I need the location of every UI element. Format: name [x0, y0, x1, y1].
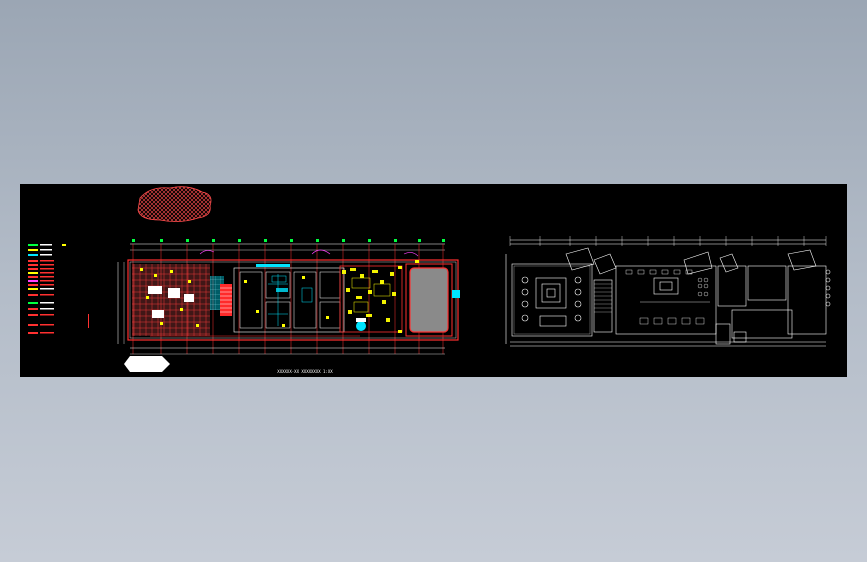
- north-pointer-icon: [124, 356, 170, 372]
- cad-drawing-viewport[interactable]: XXXXXX·XX XXXXXXXX 1:XX: [20, 184, 847, 377]
- hatched-cloud-area: [137, 186, 212, 222]
- cad-drawing-canvas: [28, 186, 831, 372]
- left-floor-plan[interactable]: [117, 239, 460, 372]
- stair-block: [220, 284, 232, 316]
- right-floor-plan[interactable]: [505, 236, 831, 347]
- left-plan-title: XXXXXX·XX XXXXXXXX 1:XX: [277, 369, 333, 374]
- legend-block: [28, 244, 89, 334]
